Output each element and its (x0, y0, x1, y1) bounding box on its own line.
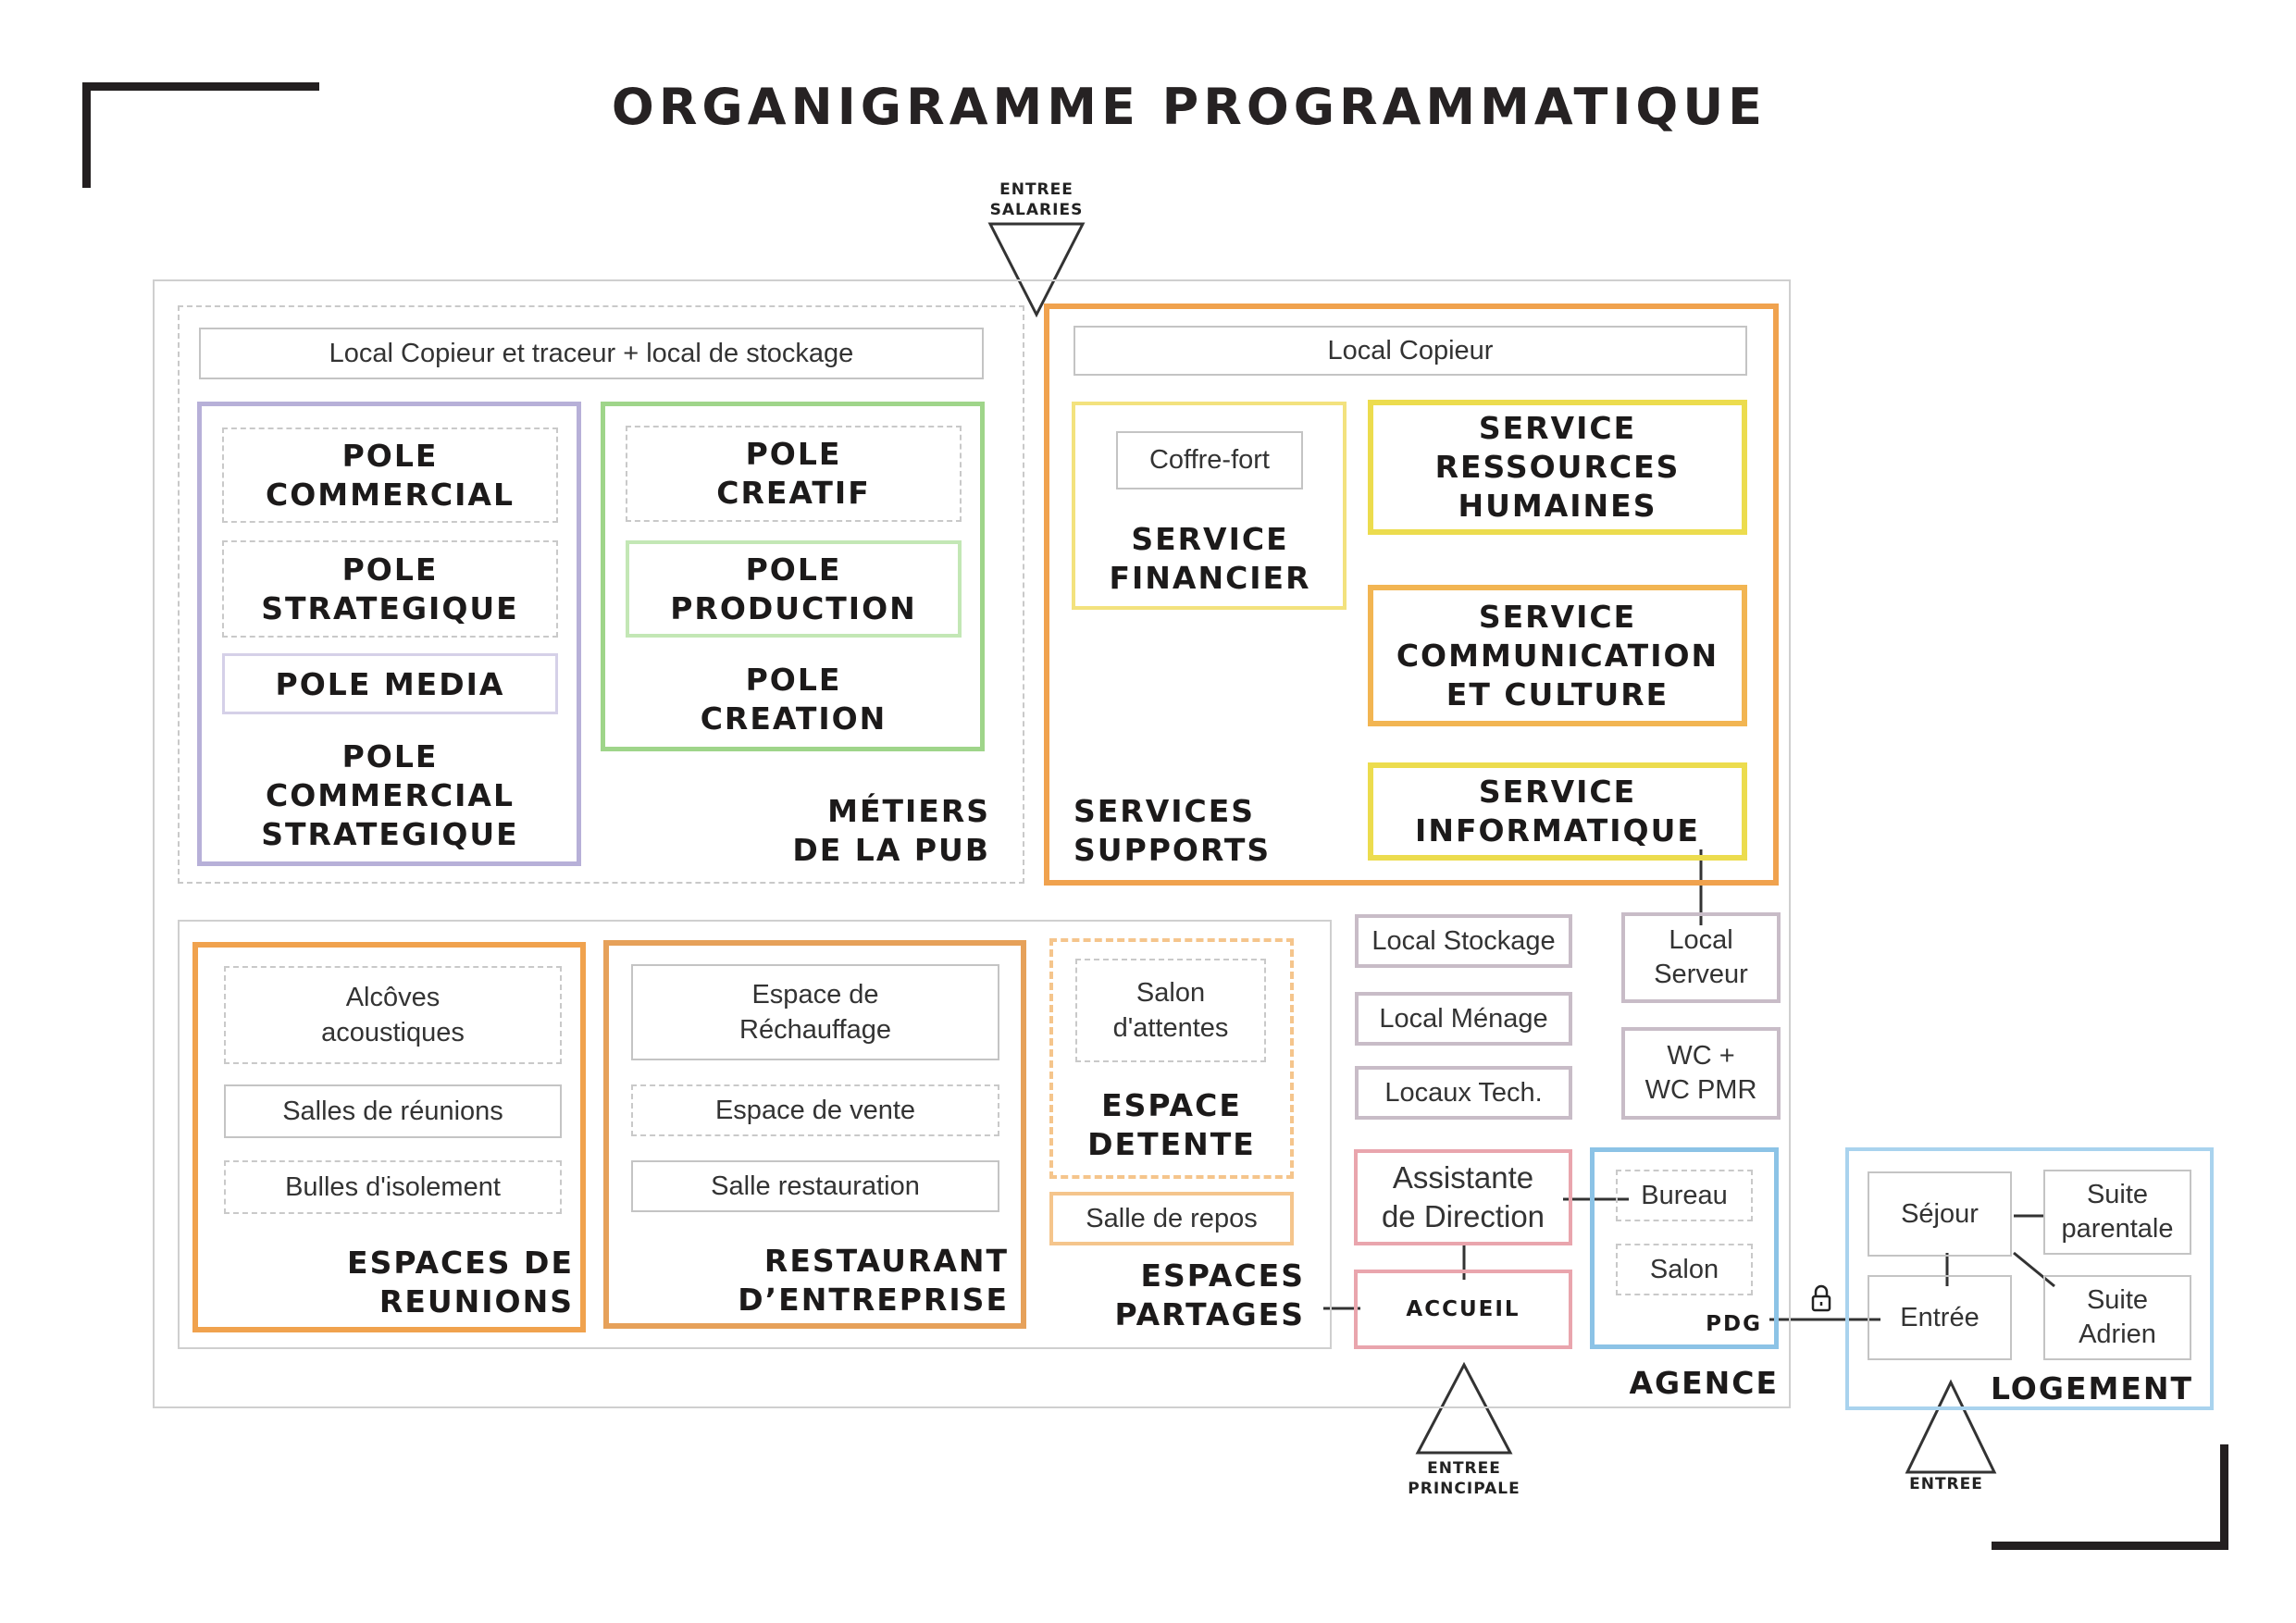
pdg-label: PDG (1706, 1312, 1762, 1336)
pole-commercial-strategique-group (197, 402, 581, 866)
pole-commercial-strategique-label: POLE COMMERCIAL STRATEGIQUE (261, 738, 519, 852)
services-supports-zone (1044, 304, 1779, 886)
pole-creation-group (601, 402, 985, 751)
pole-creation-label: POLE CREATION (700, 662, 887, 737)
espace-detente-group (1049, 938, 1294, 1179)
services-supports-label: SERVICES SUPPORTS (1074, 792, 1272, 868)
service-communication: SERVICE COMMUNICATION ET CULTURE (1368, 585, 1747, 726)
restaurant-label: RESTAURANT D’ENTREPRISE (738, 1243, 1009, 1318)
espace-rechauffage: Espace de Réchauffage (631, 964, 999, 1060)
salon-attentes: Salon d'attentes (1075, 959, 1266, 1062)
logement-label: LOGEMENT (1990, 1369, 2193, 1406)
pole-media: POLE MEDIA (222, 653, 558, 714)
suite-adrien: Suite Adrien (2043, 1275, 2191, 1360)
metiers-zone (178, 305, 1024, 884)
coffre-fort: Coffre-fort (1116, 431, 1303, 489)
salon-pdg: Salon (1616, 1244, 1753, 1295)
espace-de-vente: Espace de vente (631, 1084, 999, 1136)
local-copieur: Local Copieur (1074, 326, 1747, 376)
service-informatique: SERVICE INFORMATIQUE (1368, 762, 1747, 861)
pole-strategique: POLE STRATEGIQUE (222, 540, 558, 638)
local-stockage: Local Stockage (1355, 914, 1572, 968)
salle-de-repos: Salle de repos (1049, 1192, 1294, 1245)
local-serveur: Local Serveur (1621, 912, 1781, 1003)
salles-de-reunions: Salles de réunions (224, 1084, 562, 1138)
metiers-label: MÉTIERS DE LA PUB (792, 792, 990, 868)
assistante-direction: Assistante de Direction (1354, 1149, 1572, 1245)
espaces-reunions-label: ESPACES DE REUNIONS (347, 1245, 574, 1319)
building-outline (153, 279, 1791, 1408)
suite-parentale: Suite parentale (2043, 1170, 2191, 1255)
alcoves-acoustiques: Alcôves acoustiques (224, 966, 562, 1064)
espaces-reunions-group (192, 942, 586, 1332)
local-menage: Local Ménage (1355, 992, 1572, 1046)
entrance-salaries-label: ENTREE SALARIES (989, 180, 1084, 219)
pole-production: POLE PRODUCTION (626, 540, 962, 638)
logement-zone (1845, 1147, 2214, 1410)
page-title: ORGANIGRAMME PROGRAMMATIQUE (611, 77, 1768, 136)
entree-logement: Entrée (1868, 1275, 2012, 1360)
entrance-principale-triangle (1415, 1361, 1513, 1455)
entrance-logement-triangle (1905, 1379, 1997, 1474)
corner-mark-bottom-right (1992, 1444, 2228, 1550)
espaces-partages-zone (178, 920, 1332, 1349)
agence-label: AGENCE (1629, 1364, 1779, 1401)
bulles-isolement: Bulles d'isolement (224, 1160, 562, 1214)
local-copieur-traceur: Local Copieur et traceur + local de stoc… (199, 328, 984, 379)
lock-icon (1811, 1284, 1831, 1312)
entrance-principale-label: ENTREE PRINCIPALE (1408, 1459, 1520, 1498)
restaurant-group (603, 940, 1026, 1329)
pole-commercial: POLE COMMERCIAL (222, 427, 558, 523)
connector-sejour-adrien (2013, 1251, 2055, 1288)
service-rh: SERVICE RESSOURCES HUMAINES (1368, 400, 1747, 535)
accueil: ACCUEIL (1354, 1270, 1572, 1349)
corner-mark-top-left (82, 82, 319, 188)
salle-restauration: Salle restauration (631, 1160, 999, 1212)
sejour: Séjour (1868, 1171, 2012, 1257)
bureau: Bureau (1616, 1170, 1753, 1221)
wc-pmr: WC + WC PMR (1621, 1027, 1781, 1120)
espace-detente-label: ESPACE DETENTE (1087, 1087, 1256, 1162)
pdg-box (1590, 1147, 1779, 1349)
service-financier-box (1072, 402, 1347, 610)
entrance-salaries-triangle (987, 222, 1086, 318)
locaux-tech: Locaux Tech. (1355, 1066, 1572, 1120)
entrance-logement-label: ENTREE (1909, 1475, 1983, 1493)
espaces-partages-label: ESPACES PARTAGES (1114, 1258, 1305, 1332)
service-financier: SERVICE FINANCIER (1109, 521, 1311, 596)
pole-creatif: POLE CREATIF (626, 426, 962, 522)
